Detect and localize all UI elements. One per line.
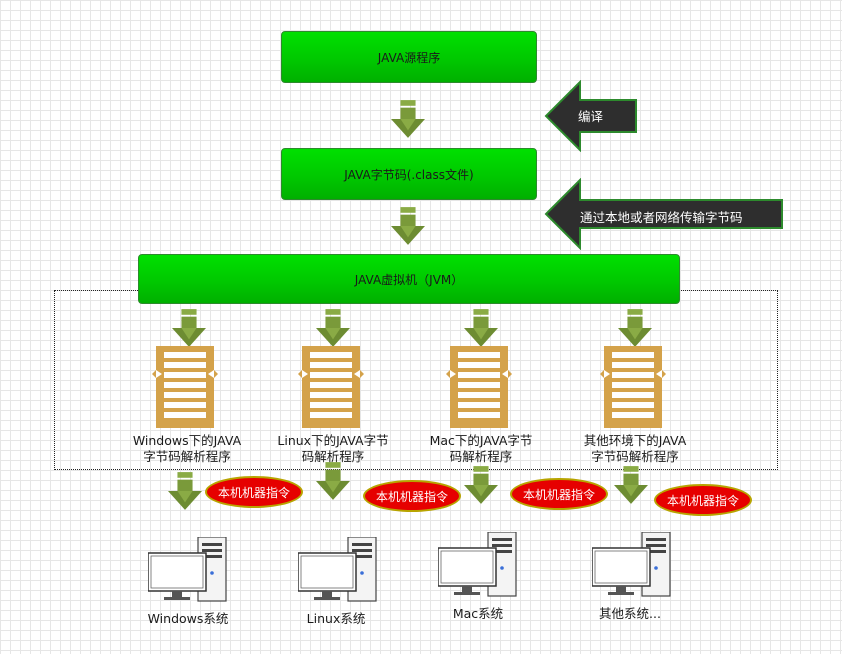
down-arrow-icon [391,207,425,245]
system-label-other: 其他系统... [599,606,661,621]
jvm-label: JAVA虚拟机（JVM） [354,272,464,287]
machine-code-badge: 本机机器指令 [510,478,608,510]
machine-code-badge: 本机机器指令 [363,480,461,512]
system-label-linux: Linux系统 [306,611,366,626]
caption-line: 字节码解析程序 [143,449,231,464]
java-bytecode-label: JAVA字节码(.class文件) [344,167,474,182]
down-arrow-icon [614,466,648,504]
down-arrow-icon [391,100,425,138]
interpreter-caption-linux: Linux下的JAVA字节 码解析程序 [258,433,408,465]
down-arrow-icon [618,309,652,347]
computer-icon [438,532,518,598]
interpreter-caption-other: 其他环境下的JAVA 字节码解析程序 [560,433,710,465]
java-source-label: JAVA源程序 [377,50,441,65]
interpreter-caption-mac: Mac下的JAVA字节 码解析程序 [406,433,556,465]
caption-line: 字节码解析程序 [591,449,679,464]
down-arrow-icon [316,309,350,347]
compile-arrow-icon [544,80,637,152]
down-arrow-icon [172,309,206,347]
caption-line: Linux下的JAVA字节 [277,433,389,448]
interpreter-caption-windows: Windows下的JAVA 字节码解析程序 [112,433,262,465]
transfer-arrow-icon [544,178,783,250]
caption-line: Windows下的JAVA [132,433,242,448]
java-source-box: JAVA源程序 [281,31,537,83]
jvm-box: JAVA虚拟机（JVM） [138,254,680,304]
compile-label: 编译 [578,109,604,124]
down-arrow-icon [464,309,498,347]
interpreter-icon [298,346,364,428]
interpreter-icon [446,346,512,428]
transfer-label: 通过本地或者网络传输字节码 [580,210,743,225]
interpreter-icon [152,346,218,428]
machine-code-badge: 本机机器指令 [205,476,303,508]
caption-line: 其他环境下的JAVA [583,433,687,448]
computer-icon [148,537,228,603]
interpreter-icon [600,346,666,428]
caption-line: Mac下的JAVA字节 [429,433,533,448]
caption-line: 码解析程序 [449,449,513,464]
computer-icon [592,532,672,598]
caption-line: 码解析程序 [301,449,365,464]
java-bytecode-box: JAVA字节码(.class文件) [281,148,537,200]
down-arrow-icon [464,466,498,504]
computer-icon [298,537,378,603]
system-label-mac: Mac系统 [452,606,504,621]
machine-code-badge: 本机机器指令 [654,484,752,516]
down-arrow-icon [316,462,350,500]
system-label-windows: Windows系统 [147,611,229,626]
down-arrow-icon [168,472,202,510]
